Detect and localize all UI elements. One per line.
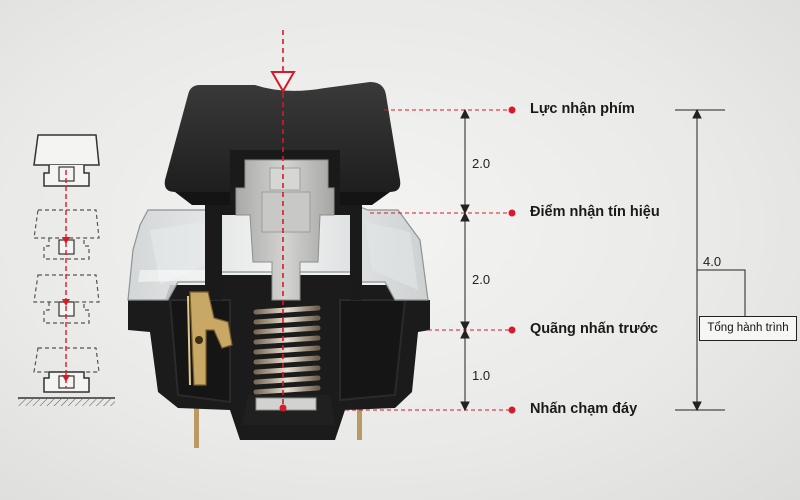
measurement-segment-3: 1.0	[472, 368, 491, 383]
right-pin	[357, 400, 362, 440]
press-arrow-icon	[270, 71, 296, 93]
leader-lines	[345, 109, 512, 411]
leader-dots	[508, 106, 516, 414]
switch-cross-section	[127, 82, 430, 448]
dimension-lines	[460, 108, 746, 412]
switch-stem	[235, 159, 335, 301]
keycap	[164, 82, 401, 192]
measurement-segment-2: 2.0	[472, 272, 491, 287]
label-bottom-out: Nhấn chạm đáy	[530, 401, 638, 417]
sequence-stage-4	[18, 347, 115, 406]
total-travel-label: Tổng hành trình	[699, 316, 797, 341]
measurement-total: 4.0	[703, 254, 722, 269]
leaf-contact	[187, 291, 233, 386]
sequence-stage-3	[33, 274, 100, 324]
spring	[253, 305, 321, 411]
label-pre-travel: Quãng nhấn trước	[530, 321, 658, 337]
sequence-stage-2	[33, 209, 100, 260]
left-pin	[194, 400, 199, 448]
press-axis	[270, 30, 296, 412]
measurement-segment-1: 2.0	[472, 156, 491, 171]
sequence-arrows	[62, 170, 70, 388]
label-actuation-point: Điểm nhận tín hiệu	[530, 204, 660, 220]
label-actuation-force: Lực nhận phím	[530, 101, 635, 117]
press-sequence-illustration	[18, 134, 115, 406]
